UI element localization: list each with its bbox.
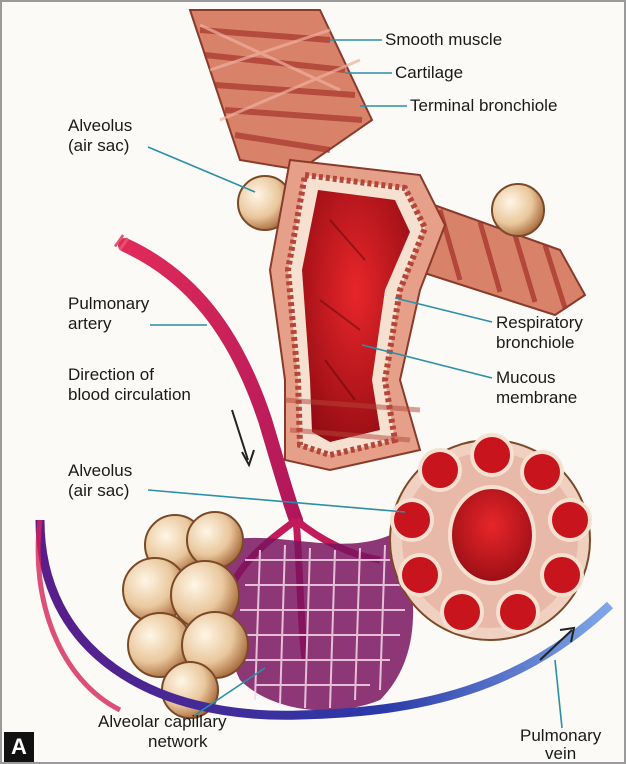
label-alveolus-top-line1: Alveolus — [68, 116, 132, 136]
label-capillary-line2: network — [148, 732, 208, 752]
label-respiratory-bronchiole-line1: Respiratory — [496, 313, 583, 333]
capillary-network-shape — [223, 520, 413, 710]
label-pulmonary-vein-line2: vein — [545, 744, 576, 764]
label-respiratory-bronchiole-line2: bronchiole — [496, 333, 574, 353]
label-pulmonary-vein-line1: Pulmonary — [520, 726, 601, 746]
label-direction-line2: blood circulation — [68, 385, 191, 405]
alveolar-cluster-right — [390, 435, 590, 640]
label-direction-line1: Direction of — [68, 365, 154, 385]
side-branch-shape — [415, 184, 585, 315]
label-alveolus-top-line2: (air sac) — [68, 136, 129, 156]
label-smooth-muscle: Smooth muscle — [385, 30, 502, 50]
label-alveolus-bottom-line2: (air sac) — [68, 481, 129, 501]
label-pulmonary-artery-line2: artery — [68, 314, 111, 334]
label-alveolus-bottom-line1: Alveolus — [68, 461, 132, 481]
label-pulmonary-artery-line1: Pulmonary — [68, 294, 149, 314]
label-mucous-line1: Mucous — [496, 368, 556, 388]
label-capillary-line1: Alveolar capillary — [98, 712, 227, 732]
panel-letter-badge: A — [4, 732, 34, 762]
flow-arrow-artery — [232, 410, 248, 460]
label-terminal-bronchiole: Terminal bronchiole — [410, 96, 557, 116]
label-cartilage: Cartilage — [395, 63, 463, 83]
respiratory-bronchiole-shape — [270, 160, 445, 470]
terminal-bronchiole-shape — [190, 10, 372, 170]
label-mucous-line2: membrane — [496, 388, 577, 408]
artery-arc-left — [38, 520, 120, 710]
